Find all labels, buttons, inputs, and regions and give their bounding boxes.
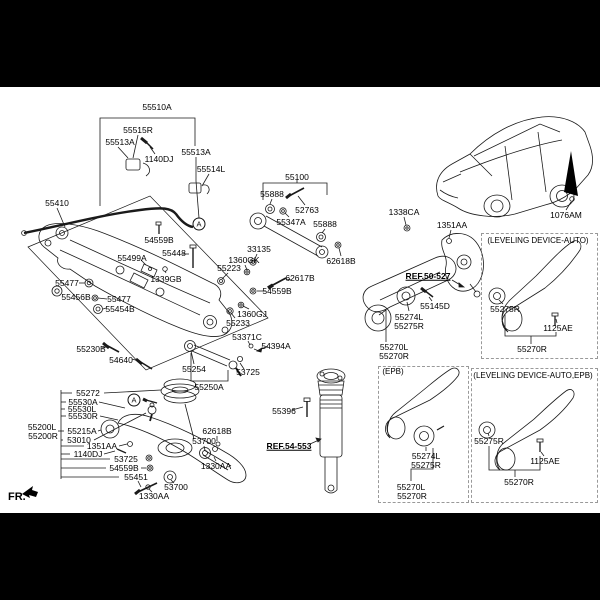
upper-arm-drawing — [249, 180, 342, 259]
fr-arrow-icon — [22, 486, 38, 498]
part-label: 1076AM — [550, 209, 582, 220]
part-label: 55230B — [76, 343, 106, 354]
part-label: 55396 — [272, 405, 296, 416]
detail-marker-a: A — [127, 393, 141, 407]
part-label: 55451 — [124, 471, 148, 482]
part-label: 55274L — [411, 450, 441, 461]
part-label: 55275R — [394, 320, 424, 331]
part-label: 55477 — [107, 293, 131, 304]
ref-link-shock: REF.54-553 — [266, 440, 312, 451]
part-label: 1140DJ — [73, 448, 103, 459]
box-leveling-drawing — [488, 240, 582, 344]
part-label: 55513A — [105, 136, 135, 147]
part-label: 52763 — [295, 204, 319, 215]
part-label: 55272 — [76, 387, 100, 398]
part-label: 55233 — [226, 317, 250, 328]
box-epb-drawing — [385, 367, 460, 481]
part-label: 55250A — [194, 381, 224, 392]
part-label: 55514L — [196, 163, 226, 174]
crossmember-drawing — [27, 195, 269, 371]
part-label: 55270R — [517, 343, 547, 354]
fr-direction-label: FR. — [8, 491, 26, 503]
part-label: 55275R — [411, 459, 441, 470]
variant-box-leveling-epb — [471, 368, 598, 503]
part-label: 62617B — [285, 272, 315, 283]
lower-arm-drawing — [58, 389, 247, 496]
variant-box-title: (LEVELING DEVICE-AUTO,EPB) — [473, 371, 593, 380]
ref-link-knuckle: REF.50-527 — [405, 270, 451, 281]
part-label: 55200R — [28, 430, 58, 441]
part-label: 55270R — [397, 490, 427, 501]
part-label: 53725 — [114, 453, 138, 464]
part-label: 1330AA — [200, 460, 232, 471]
part-label: 55270L — [396, 481, 426, 492]
part-label: 55530A — [68, 396, 98, 407]
variant-box-epb — [378, 366, 469, 503]
part-label: 55215A — [67, 425, 97, 436]
spring-pad-drawing — [160, 378, 200, 440]
part-label: 55410 — [45, 197, 69, 208]
part-label: 1125AE — [530, 455, 560, 466]
part-label: 54559B — [144, 234, 174, 245]
part-label: 55513A — [181, 146, 211, 157]
part-label: 55270L — [379, 341, 409, 352]
center-fasteners-drawing — [217, 253, 292, 353]
part-label: 55888 — [260, 188, 284, 199]
detail-marker-a: A — [192, 217, 206, 231]
part-label: 54559B — [109, 462, 139, 473]
part-label: 1339GB — [150, 273, 182, 284]
car-drawing — [436, 116, 593, 218]
part-label: 54640 — [109, 354, 133, 365]
part-label: 55145D — [420, 300, 450, 311]
part-label: 55499A — [117, 252, 147, 263]
part-label: 54559B — [262, 285, 292, 296]
part-label: 55223 — [217, 262, 241, 273]
part-label: 33135 — [247, 243, 271, 254]
part-label: 1360GK — [228, 254, 260, 265]
variant-box-leveling — [481, 233, 598, 359]
part-label: 1125AE — [543, 322, 573, 333]
part-label: 54394A — [261, 340, 291, 351]
part-label: 55270R — [379, 350, 409, 361]
part-label: 55530L — [67, 403, 97, 414]
part-label: 55530R — [68, 410, 98, 421]
part-label: 55456B — [61, 291, 91, 302]
part-label: 55454B — [105, 303, 135, 314]
part-label: 55515R — [123, 124, 153, 135]
variant-box-title: (LEVELING DEVICE-AUTO) — [487, 236, 589, 245]
shock-absorber-drawing — [291, 368, 346, 494]
part-label: 53010 — [67, 434, 91, 445]
part-label: 55275R — [490, 303, 520, 314]
part-label: 1140DJ — [144, 153, 174, 164]
part-label: 53700 — [164, 481, 188, 492]
part-label: 55200L — [27, 421, 57, 432]
part-label: 55347A — [276, 216, 306, 227]
part-label: 53700 — [192, 435, 216, 446]
box-leveling-epb-drawing — [478, 389, 575, 477]
part-label: 55477 — [55, 277, 79, 288]
part-label: 55100 — [285, 171, 309, 182]
part-label: 1351AA — [86, 440, 118, 451]
part-label: 55274L — [394, 311, 424, 322]
part-label: 62618B — [326, 255, 356, 266]
part-label: 55254 — [182, 363, 206, 374]
part-label: 1351AA — [436, 219, 468, 230]
part-label: 62618B — [202, 425, 232, 436]
part-label: 53371C — [232, 331, 262, 342]
part-label: 55510A — [142, 101, 172, 112]
variant-box-title: (EPB) — [382, 367, 404, 376]
part-label: 1338CA — [388, 206, 420, 217]
part-label: 55275R — [474, 435, 504, 446]
part-label: 55270R — [504, 476, 534, 487]
part-label: 1360GJ — [237, 308, 267, 319]
assist-link-drawing — [184, 340, 245, 382]
part-label: 55888 — [313, 218, 337, 229]
part-label: 1330AA — [138, 490, 170, 501]
stabilizer-bar-drawing — [21, 117, 210, 236]
part-label: 55448 — [162, 247, 186, 258]
trailing-arm-drawing — [362, 216, 484, 342]
part-label: 53725 — [236, 366, 260, 377]
